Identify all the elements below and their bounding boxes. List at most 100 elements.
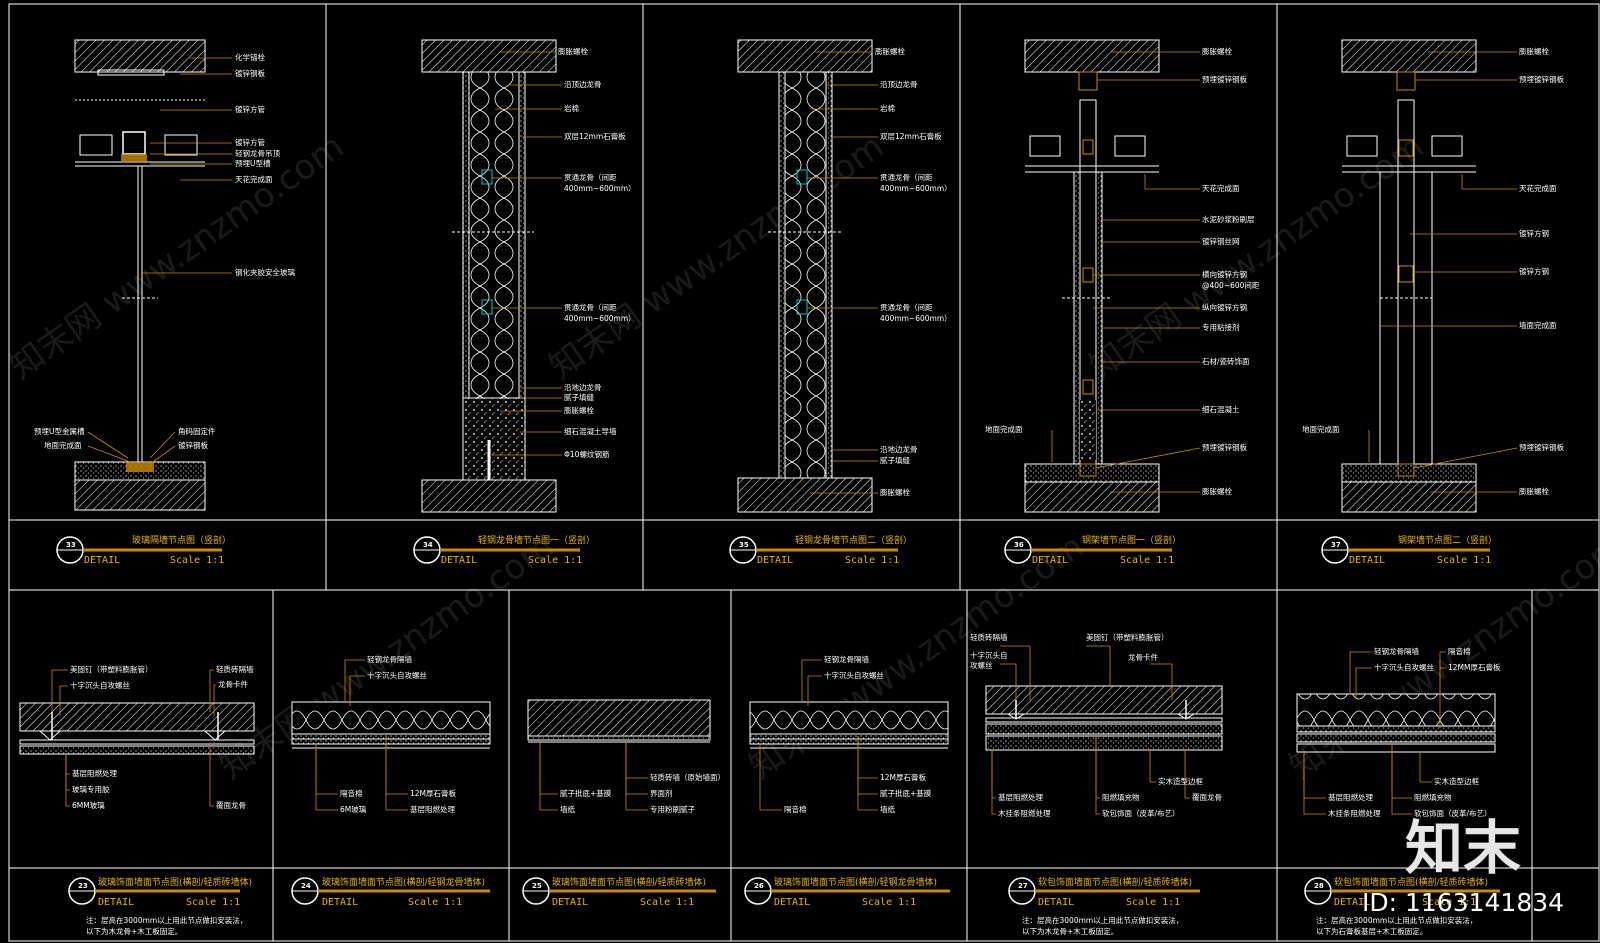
svg-text:镀锌方管: 镀锌方管 (235, 137, 265, 147)
detail-33-drawing (74, 39, 206, 511)
svg-text:预埋镀锌钢板: 预埋镀锌钢板 (1202, 442, 1247, 452)
detail-33-leaders (87, 57, 232, 465)
detail-24-leaders (315, 659, 408, 811)
title-block-33: 33 玻璃隔墙节点图（竖剖） DETAIL Scale 1:1 (56, 534, 231, 566)
svg-text:DETAIL: DETAIL (441, 555, 477, 566)
svg-text:覆面龙骨: 覆面龙骨 (1192, 792, 1222, 802)
detail-27-drawing (985, 685, 1223, 751)
svg-text:纵向镀锌方钢: 纵向镀锌方钢 (1202, 302, 1247, 312)
svg-text:膨胀螺栓: 膨胀螺栓 (880, 487, 910, 497)
svg-text:镀锌方钢: 镀锌方钢 (1519, 228, 1549, 238)
detail-28-drawing (1296, 693, 1496, 753)
svg-text:覆面龙骨: 覆面龙骨 (216, 800, 246, 810)
svg-text:400mm~600mm）: 400mm~600mm） (564, 184, 636, 193)
notes: 注：层高在3000mm以上用此节点做扣安装法， 以下为木龙骨+木工板固定。 注：… (86, 915, 1477, 936)
svg-text:腻子填缝: 腻子填缝 (880, 455, 910, 465)
svg-text:龙骨卡件: 龙骨卡件 (218, 679, 248, 689)
svg-text:Scale 1:1: Scale 1:1 (1120, 555, 1174, 566)
svg-text:木挂条阻燃处理: 木挂条阻燃处理 (998, 808, 1051, 818)
detail-27-labels: 轻质砖隔墙 十字沉头自 攻螺丝 美固钉（带塑料膨胀管） 龙骨卡件 基层阻燃处理 … (970, 632, 1222, 818)
svg-text:岩棉: 岩棉 (564, 103, 579, 113)
svg-text:地面完成面: 地面完成面 (985, 424, 1023, 434)
svg-text:膨胀螺栓: 膨胀螺栓 (564, 405, 594, 415)
svg-text:阻燃填充物: 阻燃填充物 (1414, 792, 1452, 802)
svg-text:玻璃饰面墙面节点图(横剖/轻质砖墙体): 玻璃饰面墙面节点图(横剖/轻质砖墙体) (552, 876, 706, 888)
svg-text:Scale 1:1: Scale 1:1 (862, 897, 916, 908)
svg-text:界面剂: 界面剂 (650, 788, 673, 798)
svg-text:镀锌钢板: 镀锌钢板 (178, 440, 208, 450)
svg-text:轻钢龙骨隔墙: 轻钢龙骨隔墙 (367, 654, 412, 664)
svg-text:轻钢龙骨墙节点图一（竖剖）: 轻钢龙骨墙节点图一（竖剖） (478, 534, 595, 546)
svg-text:基层阻燃处理: 基层阻燃处理 (410, 804, 455, 814)
detail-34-labels: 膨胀螺栓 沿顶边龙骨 岩棉 双层12mm石膏板 贯通龙骨（间距 400mm~60… (558, 46, 636, 459)
detail-26-drawing (749, 701, 949, 749)
svg-text:DETAIL: DETAIL (1038, 897, 1074, 908)
detail-26-leaders (759, 659, 878, 811)
svg-text:Scale 1:1: Scale 1:1 (1437, 555, 1491, 566)
title-block-26: 26 玻璃饰面墙面节点图(横剖/轻钢龙骨墙体) DETAIL Scale 1:1 (744, 876, 950, 908)
detail-28-leaders (1303, 651, 1446, 815)
svg-text:以下为石膏板基层+木工板固定。: 以下为石膏板基层+木工板固定。 (1316, 926, 1427, 936)
svg-text:24: 24 (301, 882, 311, 890)
svg-text:基层阻燃处理: 基层阻燃处理 (72, 768, 117, 778)
svg-text:轻质砖墙（原始墙面）: 轻质砖墙（原始墙面） (650, 772, 725, 782)
detail-36-labels: 膨胀螺栓 预埋镀锌钢板 天花完成面 水泥砂浆粉刷层 镀锌钢丝网 横向镀锌方钢 @… (985, 46, 1260, 496)
svg-text:DETAIL: DETAIL (322, 897, 358, 908)
svg-text:十字沉头自攻螺丝: 十字沉头自攻螺丝 (1374, 662, 1434, 672)
svg-text:实木造型边框: 实木造型边框 (1158, 776, 1203, 786)
svg-text:预埋镀锌钢板: 预埋镀锌钢板 (1519, 442, 1564, 452)
svg-text:隔音棉: 隔音棉 (1448, 646, 1471, 656)
svg-text:Scale 1:1: Scale 1:1 (528, 555, 582, 566)
svg-text:6M玻璃: 6M玻璃 (340, 804, 367, 814)
title-block-24: 24 玻璃饰面墙面节点图(横剖/轻钢龙骨墙体) DETAIL Scale 1:1 (291, 876, 490, 908)
svg-text:注：层高在3000mm以上用此节点做扣安装法，: 注：层高在3000mm以上用此节点做扣安装法， (1316, 915, 1477, 925)
detail-37-drawing (1341, 39, 1477, 513)
svg-text:基层阻燃处理: 基层阻燃处理 (998, 792, 1043, 802)
svg-text:轻钢龙骨吊顶: 轻钢龙骨吊顶 (235, 148, 280, 158)
svg-text:软包饰面（皮革/布艺）: 软包饰面（皮革/布艺） (1414, 808, 1492, 818)
svg-text:细石混凝土导墙: 细石混凝土导墙 (564, 426, 617, 436)
svg-text:隔音棉: 隔音棉 (784, 804, 807, 814)
detail-36-drawing (1024, 39, 1160, 513)
svg-text:玻璃饰面墙面节点图(横剖/轻钢龙骨墙体): 玻璃饰面墙面节点图(横剖/轻钢龙骨墙体) (774, 876, 937, 888)
svg-text:横向镀锌方钢: 横向镀锌方钢 (1202, 269, 1247, 279)
svg-text:沿地边龙骨: 沿地边龙骨 (564, 382, 602, 392)
svg-text:沿顶边龙骨: 沿顶边龙骨 (564, 79, 602, 89)
svg-text:镀锌钢板: 镀锌钢板 (235, 68, 265, 78)
svg-text:化学锚栓: 化学锚栓 (235, 52, 265, 62)
svg-text:6MM玻璃: 6MM玻璃 (72, 800, 105, 810)
svg-text:膨胀螺栓: 膨胀螺栓 (875, 46, 905, 56)
svg-text:Scale 1:1: Scale 1:1 (186, 897, 240, 908)
detail-25-drawing (527, 699, 711, 743)
svg-text:阻燃填充物: 阻燃填充物 (1102, 792, 1140, 802)
detail-33-labels: 化学锚栓 镀锌钢板 镀锌方管 镀锌方管 轻钢龙骨吊顶 预埋U型槽 天花完成面 钢… (34, 52, 295, 450)
detail-23-leaders (51, 669, 216, 807)
svg-text:Scale 1:1: Scale 1:1 (170, 555, 224, 566)
svg-text:美固钉（带塑料膨胀管）: 美固钉（带塑料膨胀管） (1086, 632, 1169, 642)
svg-text:墙纸: 墙纸 (880, 804, 895, 814)
svg-text:十字沉头自攻螺丝: 十字沉头自攻螺丝 (824, 670, 884, 680)
svg-text:DETAIL: DETAIL (84, 555, 120, 566)
svg-text:木挂条阻燃处理: 木挂条阻燃处理 (1328, 808, 1381, 818)
svg-text:玻璃隔墙节点图（竖剖）: 玻璃隔墙节点图（竖剖） (132, 534, 231, 546)
title-block-23: 23 玻璃饰面墙面节点图(横剖/轻质砖墙体) DETAIL Scale 1:1 (68, 876, 252, 908)
svg-text:33: 33 (66, 541, 76, 549)
svg-text:腻子批底+基膜: 腻子批底+基膜 (560, 788, 612, 798)
title-block-34: 34 轻钢龙骨墙节点图一（竖剖） DETAIL Scale 1:1 (413, 534, 595, 566)
svg-text:细石混凝土: 细石混凝土 (1202, 404, 1240, 414)
svg-text:400mm~600mm）: 400mm~600mm） (880, 184, 952, 193)
svg-text:轻钢龙骨墙节点图二（竖剖）: 轻钢龙骨墙节点图二（竖剖） (795, 534, 912, 546)
brand-logo: 知末 (1405, 814, 1521, 882)
svg-text:26: 26 (754, 882, 764, 890)
svg-text:DETAIL: DETAIL (757, 555, 793, 566)
svg-text:地面完成面: 地面完成面 (1302, 424, 1340, 434)
svg-text:玻璃饰面墙面节点图(横剖/轻质砖墙体): 玻璃饰面墙面节点图(横剖/轻质砖墙体) (98, 876, 252, 888)
svg-text:十字沉头自攻螺丝: 十字沉头自攻螺丝 (367, 670, 427, 680)
detail-35-drawing (737, 39, 873, 513)
detail-34-drawing (421, 39, 557, 513)
svg-text:25: 25 (532, 882, 542, 890)
svg-text:龙骨卡件: 龙骨卡件 (1128, 652, 1158, 662)
svg-text:37: 37 (1331, 541, 1341, 549)
svg-text:角码固定件: 角码固定件 (178, 426, 216, 436)
detail-24-labels: 轻钢龙骨隔墙 十字沉头自攻螺丝 隔音棉 6M玻璃 12M厚石膏板 基层阻燃处理 (340, 654, 457, 814)
